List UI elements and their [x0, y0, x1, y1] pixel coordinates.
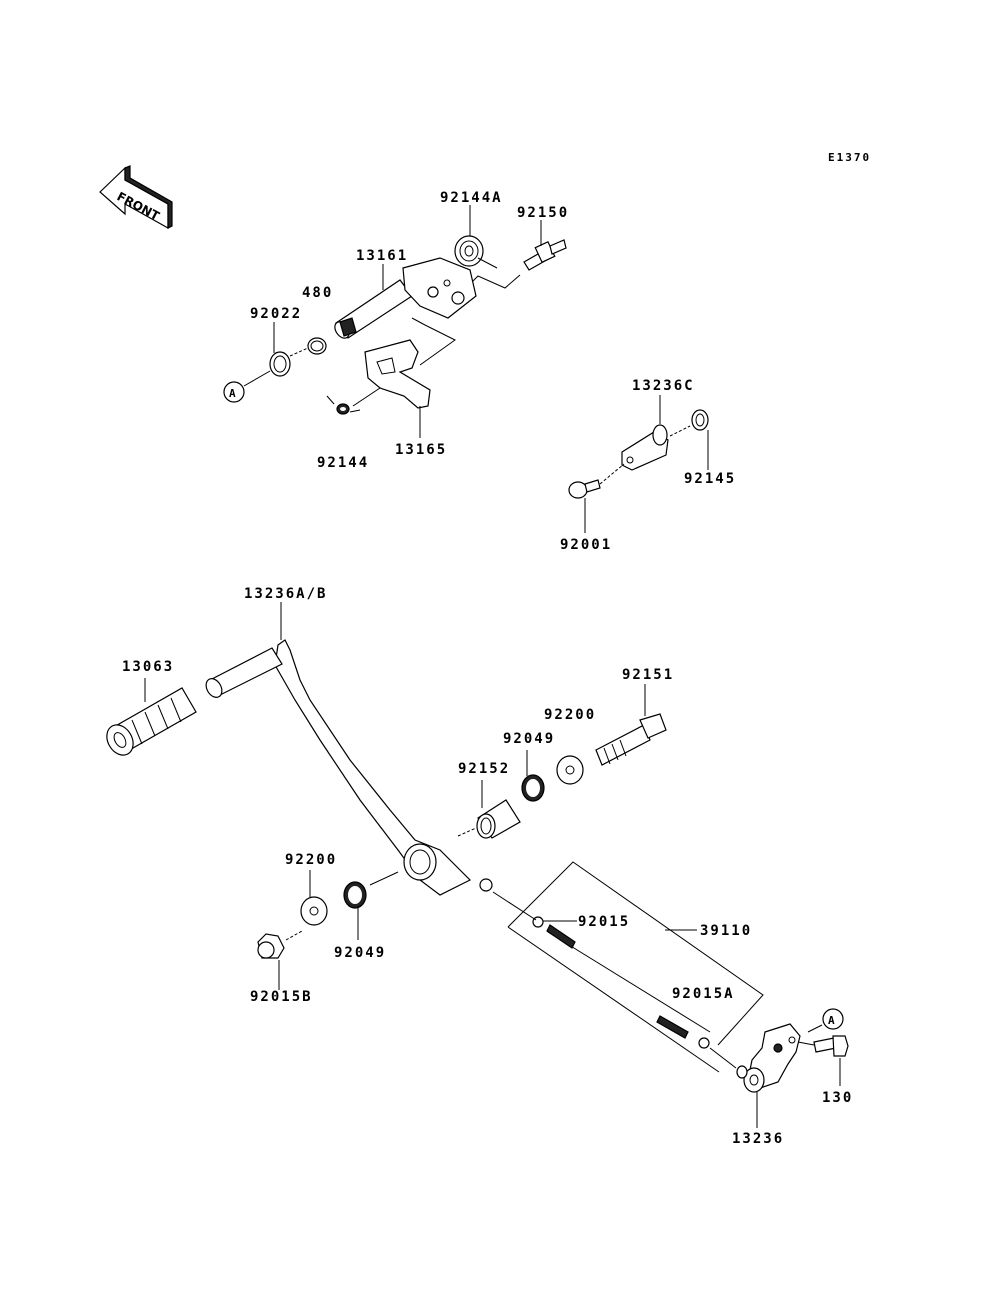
label-480: 480 — [302, 285, 333, 301]
part-92151-bolt — [595, 713, 667, 766]
label-92150: 92150 — [517, 205, 569, 221]
part-92200-washer-lower — [300, 896, 328, 926]
label-13236C: 13236C — [632, 378, 695, 394]
label-92015B: 92015B — [250, 989, 313, 1005]
label-92022: 92022 — [250, 306, 302, 322]
label-92049-lower: 92049 — [334, 945, 386, 961]
part-13063-rubber-grip — [106, 687, 197, 756]
label-92145: 92145 — [684, 471, 736, 487]
ref-marker-label: A — [229, 387, 238, 400]
part-92200-washer-upper — [556, 755, 584, 785]
label-92144: 92144 — [317, 455, 369, 471]
part-92145-spring — [691, 409, 709, 431]
part-92049-seal-upper — [521, 774, 545, 802]
diagram-code: E1370 — [828, 151, 871, 164]
label-130: 130 — [822, 1090, 853, 1106]
part-480-circlip — [307, 337, 327, 355]
front-arrow-icon: FRONT — [99, 165, 173, 230]
part-130-bolt — [813, 1035, 849, 1057]
part-13161-shift-shaft — [334, 257, 477, 339]
ref-marker-a-lower: A — [822, 1008, 844, 1030]
part-39110-tie-rod-assembly — [507, 861, 764, 1073]
label-92152: 92152 — [458, 761, 510, 777]
label-92200-upper: 92200 — [544, 707, 596, 723]
label-13063: 13063 — [122, 659, 174, 675]
part-92015B-nut — [257, 933, 285, 959]
label-13165: 13165 — [395, 442, 447, 458]
part-13165-shift-plate — [364, 339, 431, 409]
label-92001: 92001 — [560, 537, 612, 553]
part-92152-collar — [476, 799, 521, 839]
part-92144-spring — [326, 395, 361, 415]
label-13236: 13236 — [732, 1131, 784, 1147]
label-39110: 39110 — [700, 923, 752, 939]
part-92001-bolt — [568, 479, 601, 499]
label-92200-lower: 92200 — [285, 852, 337, 868]
part-13236AB-shift-pedal — [205, 639, 493, 896]
part-92144A-spring — [454, 235, 498, 269]
label-13161: 13161 — [356, 248, 408, 264]
label-92049-upper: 92049 — [503, 731, 555, 747]
part-92049-seal-lower — [343, 881, 367, 909]
label-92144A: 92144A — [440, 190, 503, 206]
part-13236C-lever — [621, 424, 669, 471]
ref-marker-label: A — [828, 1014, 837, 1027]
label-92151: 92151 — [622, 667, 674, 683]
part-92022-washer — [269, 351, 291, 377]
part-13236-shift-lever — [736, 1023, 801, 1093]
label-13236AB: 13236A/B — [244, 586, 327, 602]
ref-marker-a-upper: A — [223, 381, 245, 403]
label-92015: 92015 — [578, 914, 630, 930]
label-92015A: 92015A — [672, 986, 735, 1002]
part-92150-bolt — [523, 239, 567, 271]
